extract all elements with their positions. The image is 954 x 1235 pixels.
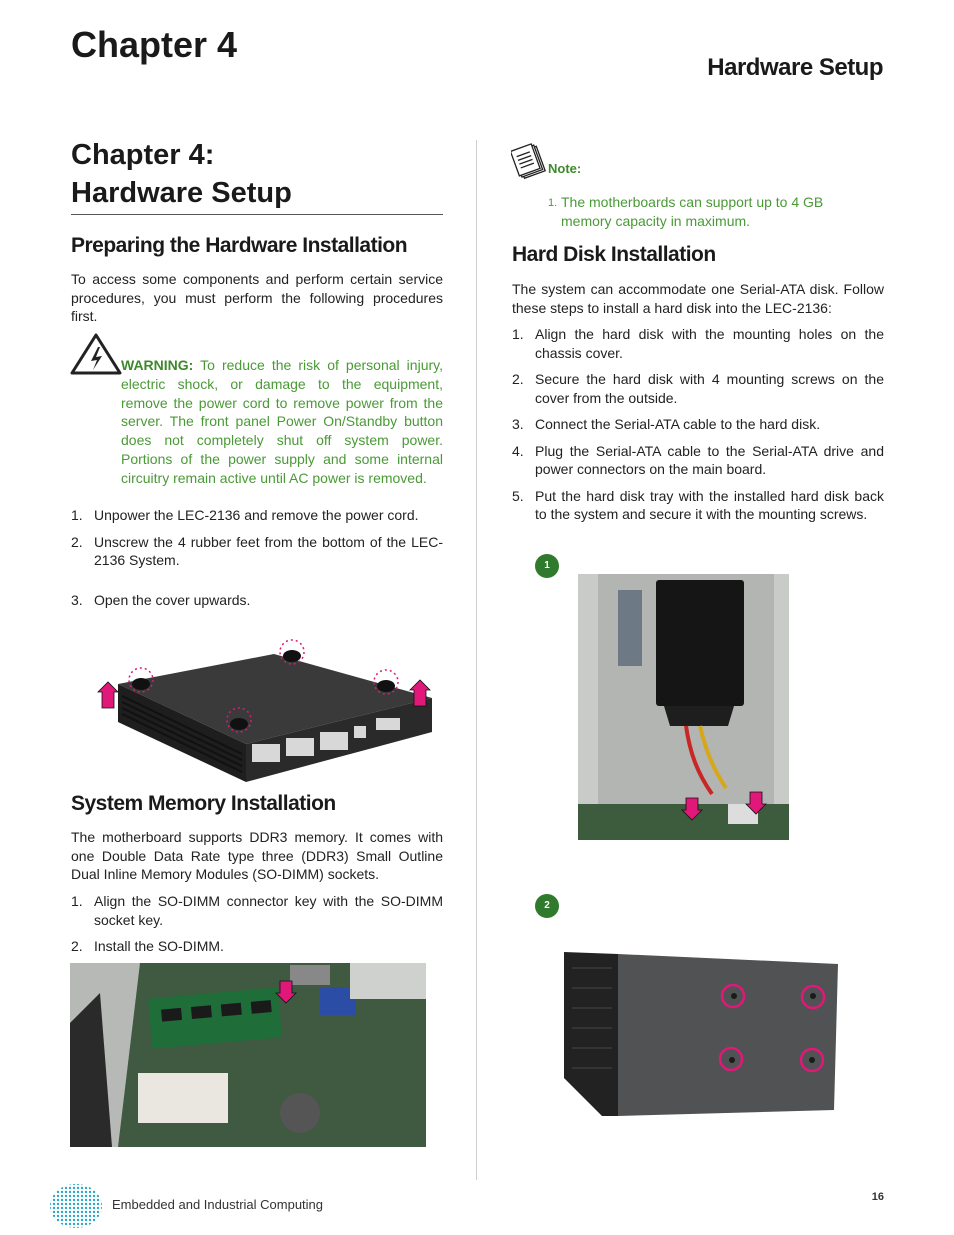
list-text: Unpower the LEC-2136 and remove the powe…	[94, 507, 419, 523]
note-icon	[511, 143, 547, 180]
page-number: 16	[871, 1191, 884, 1203]
note-number: 1.	[548, 197, 558, 209]
harddisk-heading: Hard Disk Installation	[512, 243, 716, 266]
list-text: Unscrew the 4 rubber feet from the botto…	[94, 533, 443, 569]
harddisk-photo	[578, 574, 789, 840]
step-badge-2: 2	[535, 894, 559, 918]
list-item: 3. Open the cover upwards.	[71, 591, 443, 610]
warning-icon	[70, 333, 122, 375]
warning-body: To reduce the risk of personal injury, e…	[121, 357, 443, 486]
list-number: 4.	[512, 442, 524, 459]
preparing-heading: Preparing the Hardware Installation	[71, 234, 408, 257]
list-number: 1.	[71, 507, 83, 523]
footer-text: Embedded and Industrial Computing	[112, 1197, 324, 1212]
list-item: 4. Plug the Serial-ATA cable to the Seria…	[512, 442, 884, 479]
section-header: Hardware Setup	[707, 54, 883, 81]
chassis-photo	[97, 639, 432, 782]
list-number: 2.	[71, 938, 83, 954]
list-number: 3.	[512, 416, 524, 432]
memory-steps: 1. Align the SO-DIMM connector key with t…	[71, 892, 443, 956]
list-item: 1. Align the hard disk with the mounting …	[512, 325, 884, 362]
warning-label: WARNING:	[121, 357, 194, 373]
memory-heading: System Memory Installation	[71, 792, 336, 815]
memory-intro: The motherboard supports DDR3 memory. It…	[71, 829, 443, 882]
chapter-header: Chapter 4	[71, 24, 238, 65]
harddisk-intro: The system can accommodate one Serial-AT…	[512, 281, 884, 316]
note-label: Note:	[548, 161, 582, 176]
column-divider	[476, 140, 477, 1180]
list-text: Open the cover upwards.	[94, 591, 251, 608]
chapter-title: Chapter 4: Hardware Setup	[71, 136, 443, 215]
list-text: Plug the Serial-ATA cable to the Serial-…	[535, 442, 884, 478]
list-item: 2. Secure the hard disk with 4 mounting s…	[512, 370, 884, 407]
list-text: Connect the Serial-ATA cable to the hard…	[535, 416, 821, 432]
list-number: 1.	[71, 893, 83, 909]
list-item: 1. Unpower the LEC-2136 and remove the po…	[71, 506, 443, 525]
preparing-intro: To access some components and perform ce…	[71, 271, 443, 324]
list-number: 1.	[512, 326, 524, 342]
step-badge-1: 1	[535, 554, 559, 578]
list-text: Align the SO-DIMM connector key with the…	[94, 893, 443, 928]
chapter-title-line2: Hardware Setup	[71, 177, 292, 209]
preparing-steps: 1. Unpower the LEC-2136 and remove the po…	[71, 506, 443, 609]
note-text: The motherboards can support up to 4 GB …	[561, 194, 824, 229]
chapter-title-line1: Chapter 4:	[71, 139, 215, 171]
list-item: 5. Put the hard disk tray with the instal…	[512, 487, 884, 524]
list-text: Put the hard disk tray with the installe…	[535, 487, 884, 523]
list-number: 5.	[512, 487, 524, 504]
cover-screws-photo	[564, 952, 838, 1116]
list-item: 2. Install the SO-DIMM.	[71, 937, 443, 956]
harddisk-steps: 1. Align the hard disk with the mounting …	[512, 325, 884, 524]
list-text: Install the SO-DIMM.	[94, 938, 224, 954]
sodimm-photo	[70, 963, 426, 1147]
note-item: 1. The motherboards can support up to 4 …	[548, 193, 848, 230]
list-item: 3. Connect the Serial-ATA cable to the ha…	[512, 415, 884, 434]
warning-text: WARNING: To reduce the risk of personal …	[121, 356, 443, 488]
list-item: 2. Unscrew the 4 rubber feet from the bot…	[71, 533, 443, 570]
company-logo-icon	[50, 1184, 102, 1228]
list-item: 1. Align the SO-DIMM connector key with t…	[71, 892, 443, 929]
list-number: 3.	[71, 591, 83, 608]
list-number: 2.	[71, 533, 83, 550]
list-text: Align the hard disk with the mounting ho…	[535, 326, 884, 361]
list-number: 2.	[512, 371, 524, 387]
list-text: Secure the hard disk with 4 mounting scr…	[535, 371, 884, 406]
